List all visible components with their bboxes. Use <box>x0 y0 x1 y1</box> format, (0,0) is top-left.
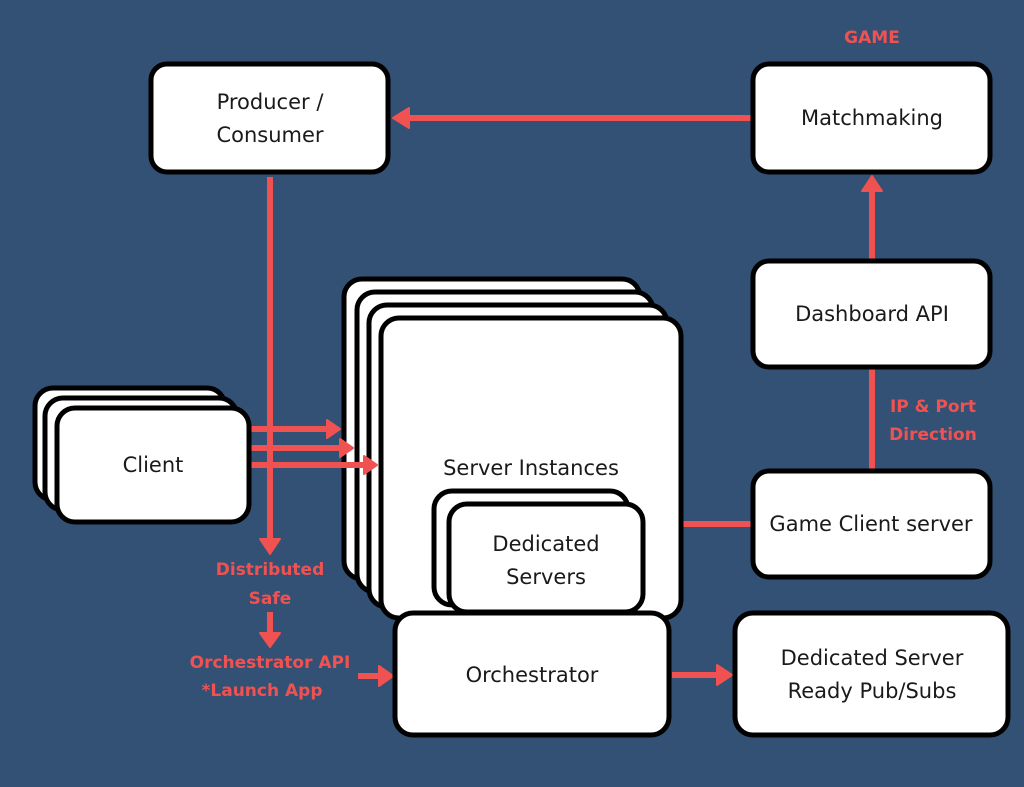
dedicated-server-card <box>446 501 646 615</box>
arrowhead-right <box>326 419 341 439</box>
orchestrator-box <box>392 610 672 738</box>
edge-orchestratorapi-to-orchestrator <box>358 665 394 687</box>
client-card <box>54 405 252 525</box>
orchestrator-label: Orchestrator <box>466 663 599 687</box>
diagram-title: GAME <box>844 28 900 48</box>
arrowhead-right <box>716 664 733 686</box>
matchmaking-label: Matchmaking <box>801 106 943 130</box>
dedicated-servers-label-line2: Servers <box>506 565 586 589</box>
ready-pubsub-label-line2: Ready Pub/Subs <box>788 679 957 703</box>
dedicated-servers-stack[interactable]: Dedicated Servers <box>431 488 646 615</box>
producer-consumer-node[interactable]: Producer / Consumer <box>148 61 391 175</box>
matchmaking-box <box>750 61 993 175</box>
orchestrator-api-annotation-line1: Orchestrator API <box>190 653 351 673</box>
arrowhead-right <box>339 438 354 458</box>
arrowhead-down <box>259 538 281 555</box>
arrowhead-left <box>392 107 410 129</box>
producer-consumer-label-line2: Consumer <box>216 123 323 147</box>
orchestrator-api-annotation-line2: *Launch App <box>202 681 323 701</box>
producer-consumer-box <box>148 61 391 175</box>
arrowhead-right <box>378 665 394 687</box>
distributed-safe-annotation-line2: Safe <box>249 589 292 609</box>
game-client-server-box <box>750 468 993 580</box>
server-instances-label: Server Instances <box>443 456 619 480</box>
edge-orchestrator-to-pubsub <box>672 664 733 686</box>
ip-port-annotation-line2: Direction <box>889 425 977 445</box>
edge-safe-to-orchestratorapi <box>259 612 281 648</box>
dashboard-api-label: Dashboard API <box>795 302 949 326</box>
dashboard-api-box <box>750 258 993 370</box>
orchestrator-node[interactable]: Orchestrator <box>392 610 672 738</box>
dashboard-api-node[interactable]: Dashboard API <box>750 258 993 370</box>
arrowhead-up <box>861 175 883 192</box>
edge-producer-to-safe <box>259 177 281 555</box>
ready-pubsub-node[interactable]: Dedicated Server Ready Pub/Subs <box>732 610 1011 738</box>
client-label: Client <box>123 453 184 477</box>
client-stack[interactable]: Client <box>32 385 252 525</box>
ready-pubsub-box <box>732 610 1011 738</box>
arrowhead-down <box>259 632 281 648</box>
distributed-safe-annotation-line1: Distributed <box>216 560 325 580</box>
ready-pubsub-label-line1: Dedicated Server <box>781 646 964 670</box>
ip-port-annotation-line1: IP & Port <box>890 397 976 417</box>
matchmaking-node[interactable]: Matchmaking <box>750 61 993 175</box>
game-client-server-node[interactable]: Game Client server <box>750 468 993 580</box>
edge-matchmaking-to-producer <box>392 107 752 129</box>
dedicated-servers-label-line1: Dedicated <box>492 532 599 556</box>
game-client-server-label: Game Client server <box>769 512 973 536</box>
edge-dashboard-to-matchmaking <box>861 175 883 262</box>
producer-consumer-label-line1: Producer / <box>217 90 325 114</box>
arrowhead-right <box>363 455 378 475</box>
